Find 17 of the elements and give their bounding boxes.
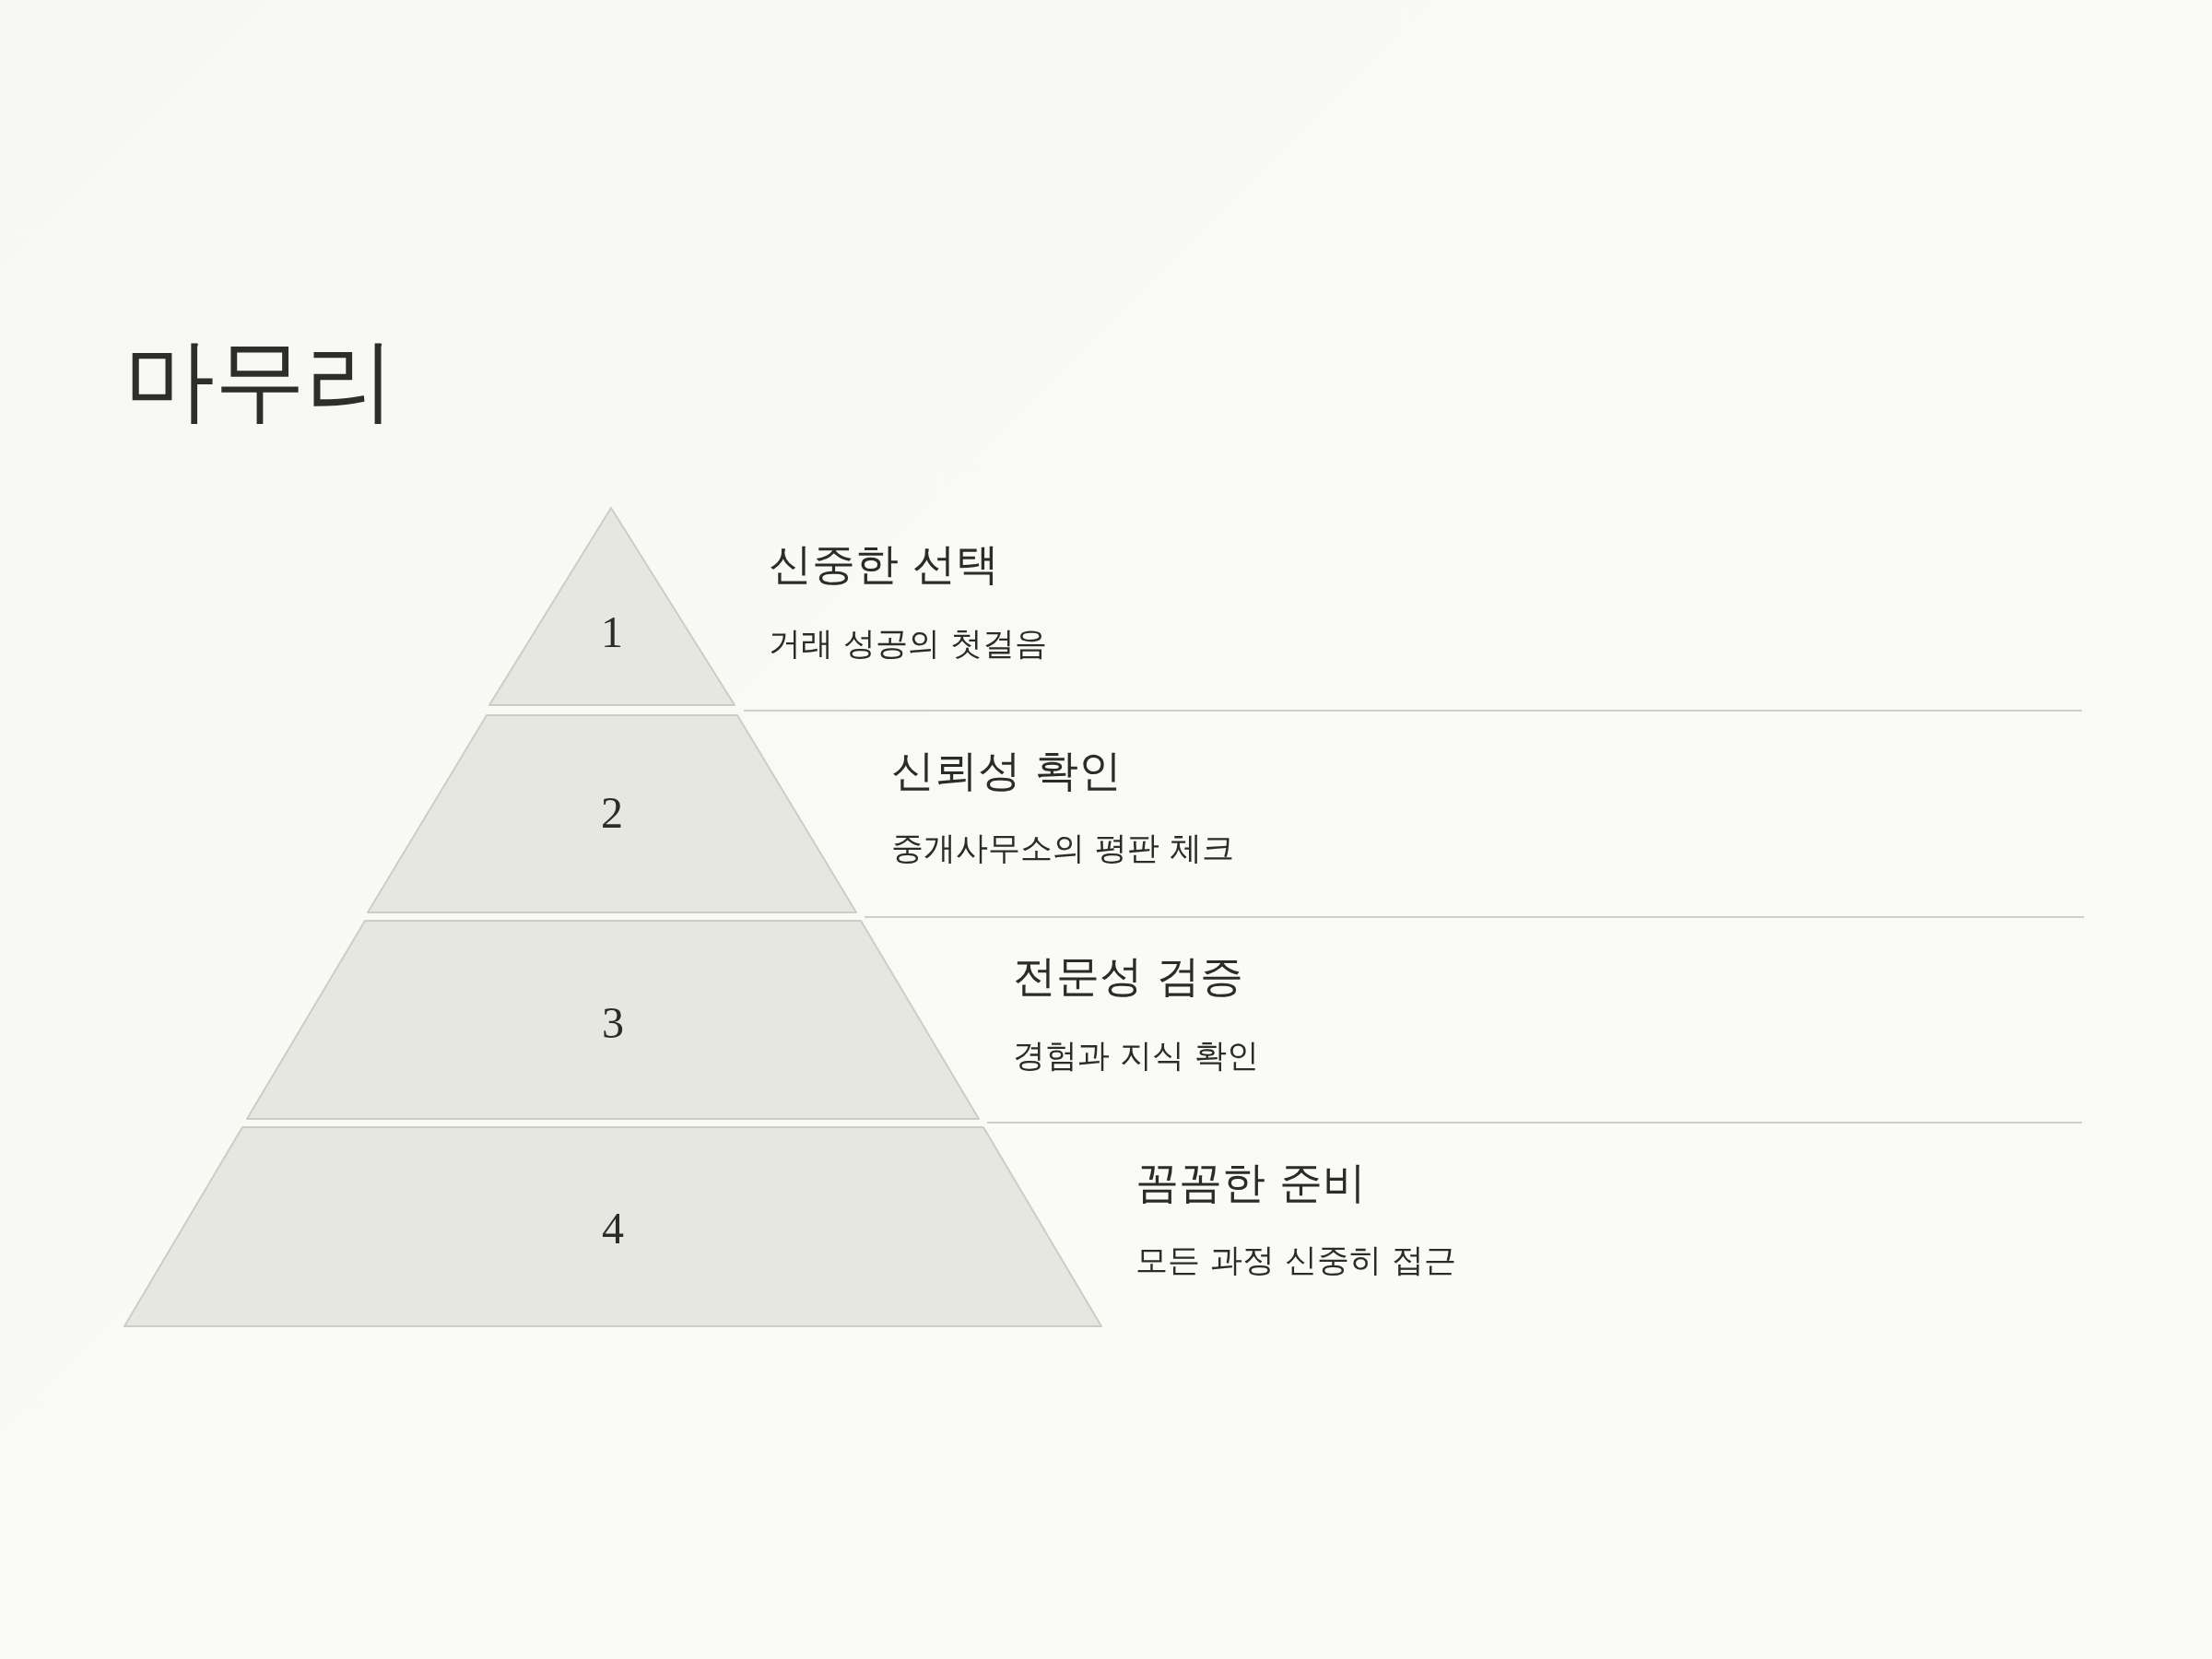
- title: 마무리: [124, 326, 395, 434]
- tier-heading: 꼼꼼한 준비: [1135, 1156, 1366, 1209]
- tier-number: 1: [601, 606, 623, 658]
- tier-heading: 전문성 검증: [1013, 949, 1243, 1003]
- tier-description: 경험과 지식 확인: [1013, 1036, 1260, 1076]
- tier-description: 중개사무소의 평판 체크: [891, 829, 1235, 868]
- tier-number: 4: [602, 1203, 624, 1254]
- tier-number: 3: [602, 997, 624, 1049]
- tier-description: 거래 성공의 첫걸음: [769, 624, 1048, 664]
- pyramid-tier: [247, 921, 979, 1119]
- tier-number: 2: [601, 787, 623, 839]
- pyramid-tier: [124, 1127, 1101, 1326]
- pyramid-tier: [368, 715, 856, 912]
- tier-heading: 신뢰성 확인: [891, 744, 1122, 797]
- pyramid-tier: [489, 508, 735, 705]
- tier-description: 모든 과정 신중히 접근: [1135, 1241, 1457, 1280]
- tier-heading: 신중한 선택: [769, 537, 999, 591]
